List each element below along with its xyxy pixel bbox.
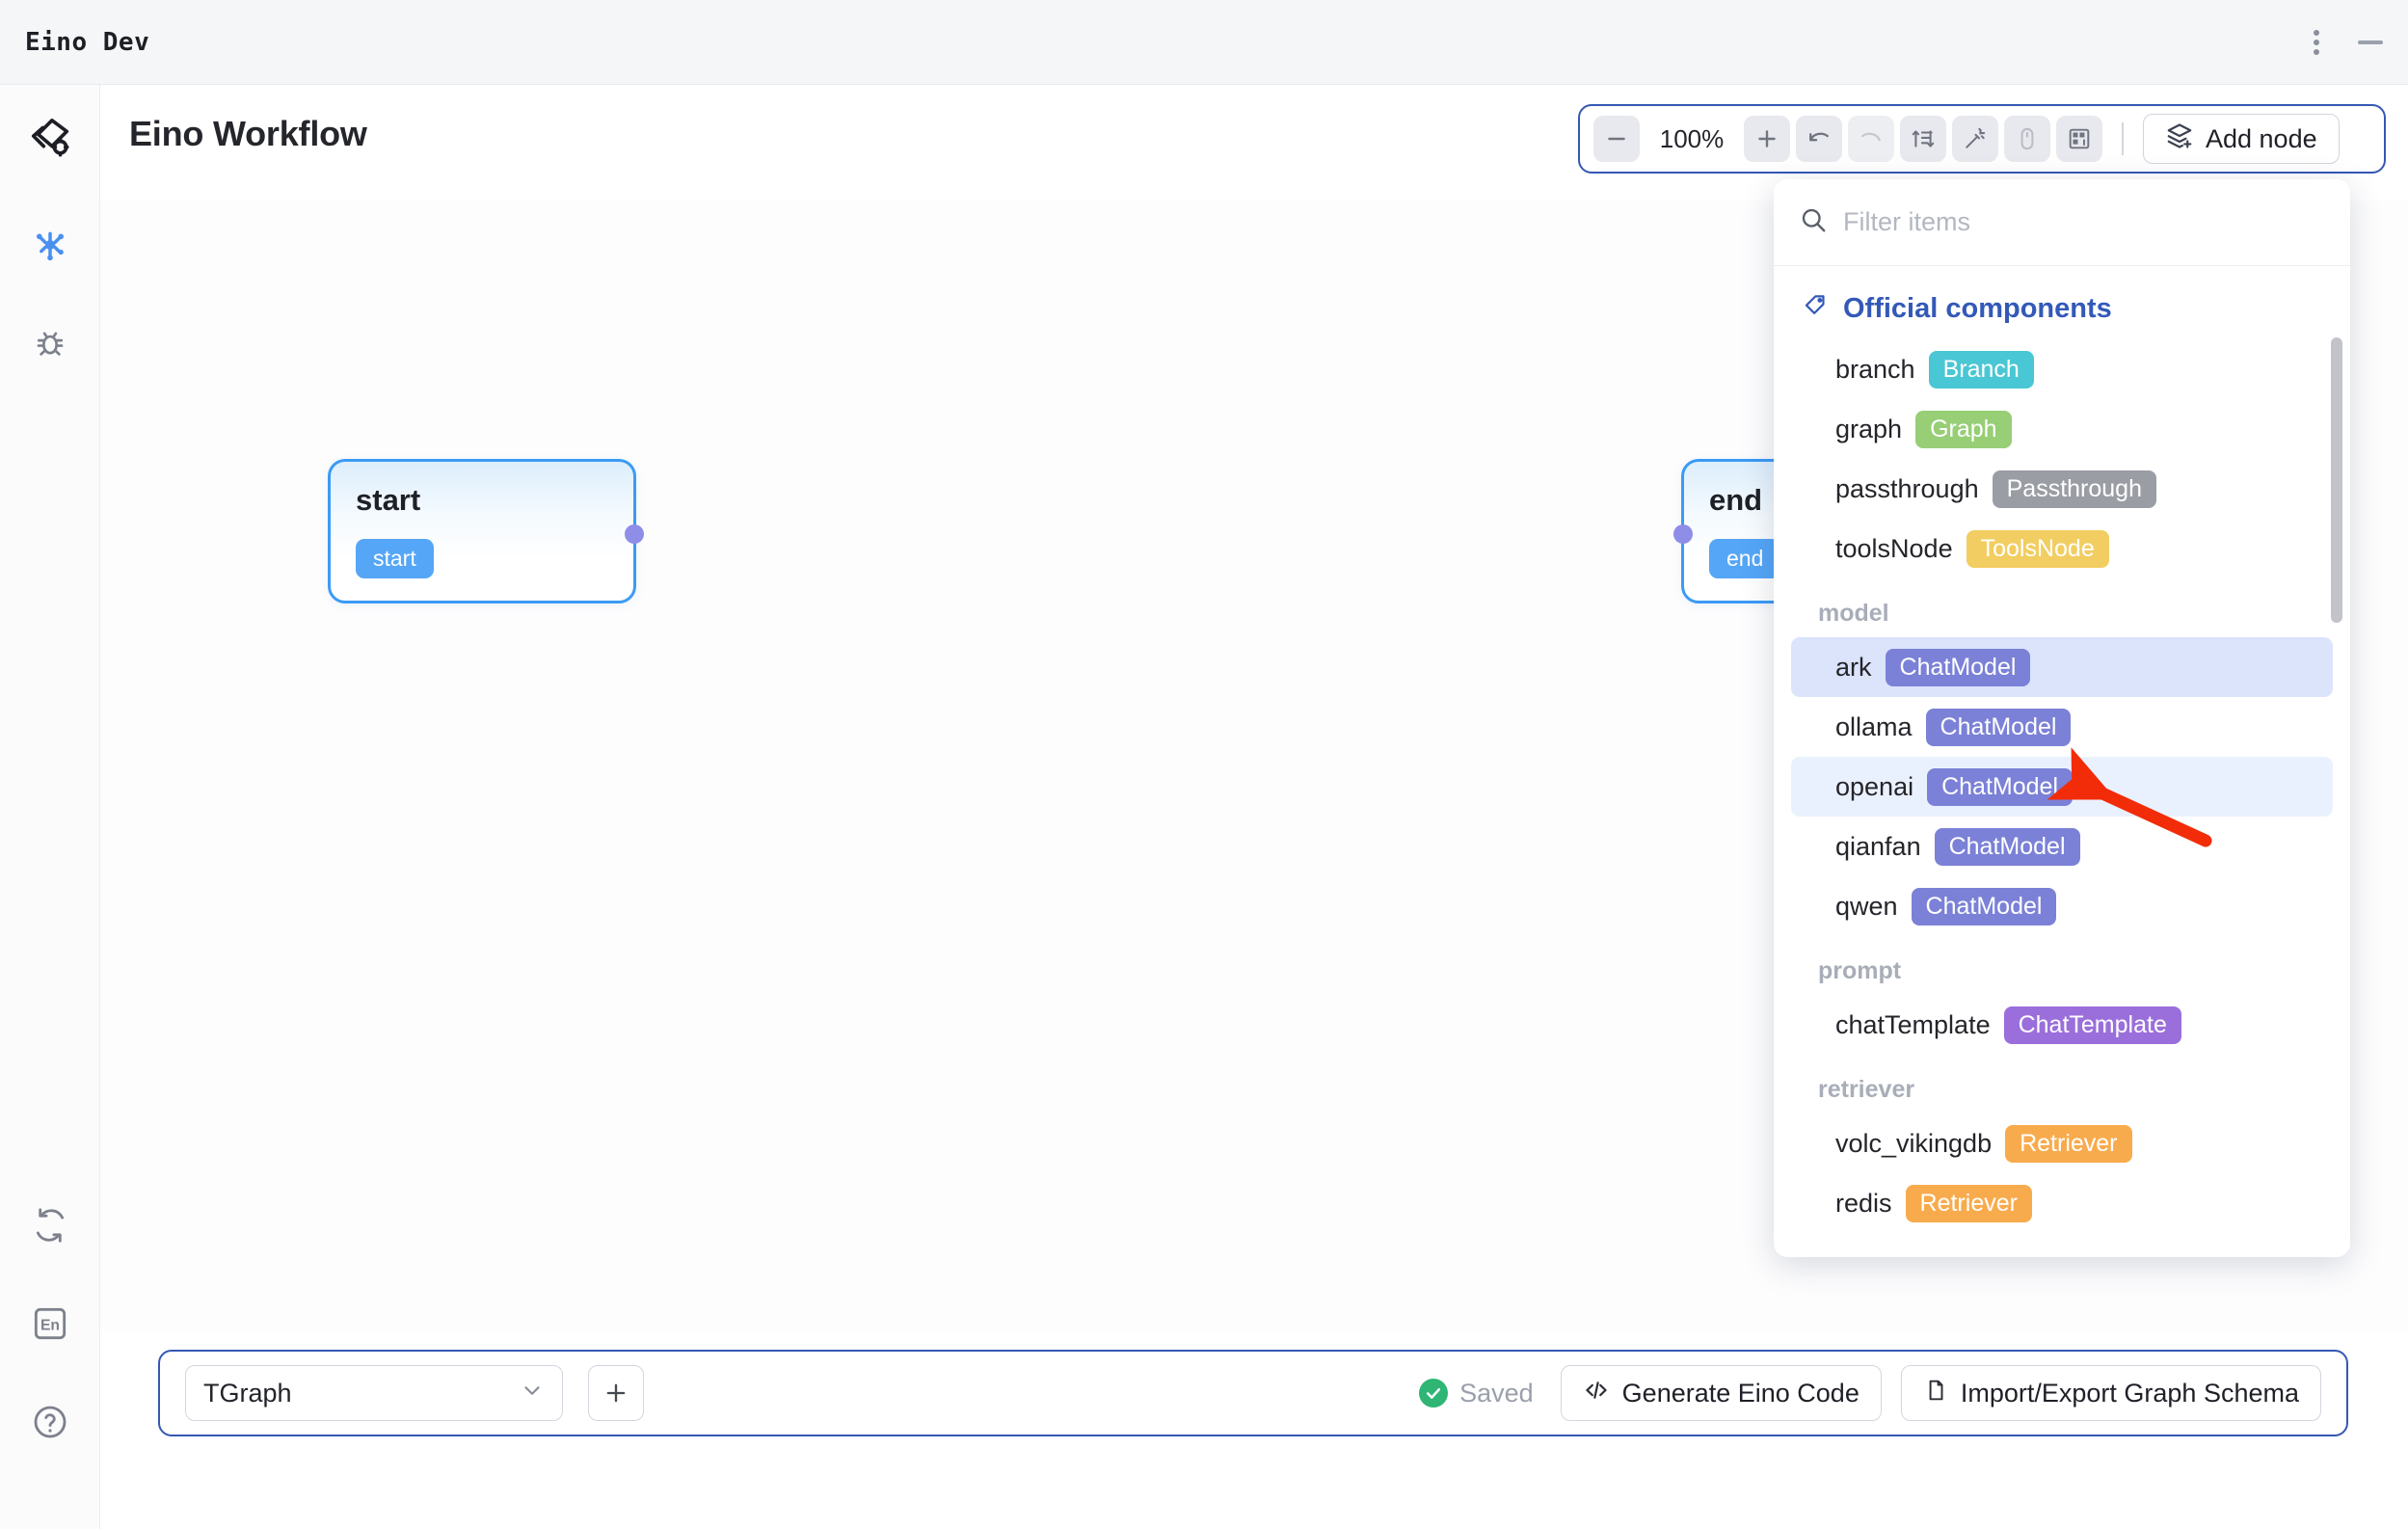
component-item-name: branch bbox=[1835, 354, 1915, 384]
bug-icon[interactable] bbox=[0, 308, 100, 378]
component-item-tag: ChatTemplate bbox=[2003, 1006, 2181, 1044]
check-circle-icon bbox=[1419, 1379, 1449, 1408]
add-graph-button[interactable] bbox=[588, 1365, 644, 1421]
minus-icon[interactable] bbox=[1593, 116, 1640, 162]
chevron-down-icon bbox=[520, 1378, 545, 1409]
component-section-prompt: prompt bbox=[1818, 957, 1902, 984]
import-export-schema-button[interactable]: Import/Export Graph Schema bbox=[1900, 1365, 2321, 1421]
app-title: Eino Dev bbox=[25, 27, 150, 57]
filter-search-row bbox=[1774, 179, 2350, 266]
layers-plus-icon bbox=[2165, 121, 2194, 157]
bottom-bar-actions: Saved Generate Eino Code Import/Export G… bbox=[1419, 1365, 2321, 1421]
component-item-redis[interactable]: redis Retriever bbox=[1791, 1173, 2333, 1233]
component-item-tag: ChatModel bbox=[1925, 708, 2072, 746]
redo-icon[interactable] bbox=[1848, 116, 1894, 162]
component-item-toolsNode[interactable]: toolsNode ToolsNode bbox=[1791, 519, 2333, 578]
undo-icon[interactable] bbox=[1796, 116, 1842, 162]
node-end-title: end bbox=[1709, 483, 1763, 517]
language-icon[interactable]: En bbox=[0, 1289, 100, 1358]
node-start-badge: start bbox=[356, 539, 434, 578]
kebab-menu-icon[interactable] bbox=[2304, 26, 2329, 59]
page-title: Eino Workflow bbox=[129, 114, 367, 153]
plus-icon[interactable] bbox=[1744, 116, 1790, 162]
component-item-tag: ChatModel bbox=[1885, 648, 2031, 686]
graph-nodes-icon[interactable] bbox=[0, 210, 100, 280]
canvas-toolbar: 100% bbox=[1578, 104, 2386, 174]
component-item-qwen[interactable]: qwen ChatModel bbox=[1791, 876, 2333, 936]
minimap-icon[interactable] bbox=[2056, 116, 2102, 162]
toolbar-divider bbox=[2122, 122, 2124, 155]
bottom-bar: TGraph Saved Generate Eino Code bbox=[158, 1350, 2348, 1436]
status-label: Saved bbox=[1459, 1378, 1534, 1408]
component-item-name: volc_vikingdb bbox=[1835, 1128, 1993, 1158]
add-node-label: Add node bbox=[2206, 123, 2317, 153]
node-start[interactable]: start start bbox=[328, 459, 644, 604]
component-item-tag: Retriever bbox=[1905, 1184, 2032, 1222]
component-item-name: openai bbox=[1835, 771, 1914, 801]
generate-eino-code-label: Generate Eino Code bbox=[1621, 1378, 1860, 1408]
component-item-tag: ChatModel bbox=[1934, 827, 2080, 866]
code-icon bbox=[1583, 1377, 1610, 1410]
import-export-schema-label: Import/Export Graph Schema bbox=[1960, 1378, 2299, 1408]
node-end-badge: end bbox=[1709, 539, 1781, 578]
component-item-qianfan[interactable]: qianfan ChatModel bbox=[1791, 817, 2333, 876]
zoom-level[interactable]: 100% bbox=[1659, 123, 1725, 153]
component-item-name: passthrough bbox=[1835, 473, 1979, 503]
node-end-input-handle[interactable] bbox=[1673, 524, 1693, 544]
component-item-ark[interactable]: ark ChatModel bbox=[1791, 637, 2333, 697]
status-badge: Saved bbox=[1419, 1379, 1534, 1408]
component-item-openai[interactable]: openai ChatModel bbox=[1791, 757, 2333, 817]
graph-select[interactable]: TGraph bbox=[185, 1365, 563, 1421]
component-item-passthrough[interactable]: passthrough Passthrough bbox=[1791, 459, 2333, 519]
document-icon bbox=[1923, 1378, 1948, 1409]
search-icon bbox=[1799, 205, 1828, 239]
graph-select-value: TGraph bbox=[203, 1378, 292, 1408]
add-node-button[interactable]: Add node bbox=[2143, 114, 2340, 164]
node-start-title: start bbox=[356, 483, 421, 517]
component-item-name: qwen bbox=[1835, 891, 1898, 921]
component-item-branch[interactable]: branch Branch bbox=[1791, 339, 2333, 399]
component-item-volc_vikingdb[interactable]: volc_vikingdb Retriever bbox=[1791, 1113, 2333, 1173]
component-item-chatTemplate[interactable]: chatTemplate ChatTemplate bbox=[1791, 995, 2333, 1055]
component-item-name: ark bbox=[1835, 652, 1872, 682]
window-controls bbox=[2304, 0, 2387, 85]
component-item-ollama[interactable]: ollama ChatModel bbox=[1791, 697, 2333, 757]
component-item-name: graph bbox=[1835, 414, 1903, 443]
panel-scrollbar[interactable] bbox=[2331, 337, 2342, 623]
component-item-name: ollama bbox=[1835, 711, 1913, 741]
component-item-tag: Retriever bbox=[2005, 1124, 2132, 1163]
node-start-output-handle[interactable] bbox=[625, 524, 644, 544]
official-components-label: Official components bbox=[1843, 292, 2112, 324]
mouse-icon[interactable] bbox=[2004, 116, 2050, 162]
help-icon[interactable] bbox=[0, 1387, 100, 1457]
component-section-model: model bbox=[1818, 600, 1889, 627]
svg-text:En: En bbox=[40, 1318, 60, 1334]
sort-layout-icon[interactable] bbox=[1900, 116, 1946, 162]
component-item-tag: ChatModel bbox=[1927, 767, 2073, 806]
component-item-tag: ChatModel bbox=[1911, 887, 2057, 925]
components-dropdown-panel: Official components branch Branch graph Gra… bbox=[1774, 179, 2350, 1257]
component-item-tag: ToolsNode bbox=[1966, 529, 2109, 568]
component-section-retriever: retriever bbox=[1818, 1076, 1915, 1103]
generate-eino-code-button[interactable]: Generate Eino Code bbox=[1560, 1365, 1882, 1421]
component-item-tag: Passthrough bbox=[1992, 469, 2156, 508]
left-rail: En bbox=[0, 85, 100, 1529]
component-item-tag: Branch bbox=[1928, 350, 2034, 389]
tag-icon bbox=[1803, 291, 1830, 326]
components-list[interactable]: Official components branch Branch graph Gra… bbox=[1774, 266, 2350, 1257]
component-item-tag: Graph bbox=[1915, 410, 2012, 448]
window-title-bar: Eino Dev bbox=[0, 0, 2408, 85]
component-item-name: redis bbox=[1835, 1188, 1892, 1218]
search-input[interactable] bbox=[1843, 207, 2325, 237]
refresh-icon[interactable] bbox=[0, 1191, 100, 1260]
component-item-graph[interactable]: graph Graph bbox=[1791, 399, 2333, 459]
magic-wand-icon[interactable] bbox=[1952, 116, 1998, 162]
minimize-icon[interactable] bbox=[2354, 26, 2387, 59]
component-item-name: chatTemplate bbox=[1835, 1009, 1991, 1039]
component-item-name: qianfan bbox=[1835, 831, 1921, 861]
component-item-name: toolsNode bbox=[1835, 533, 1953, 563]
official-components-header: Official components bbox=[1774, 274, 2350, 339]
eino-logo-icon[interactable] bbox=[0, 104, 100, 174]
